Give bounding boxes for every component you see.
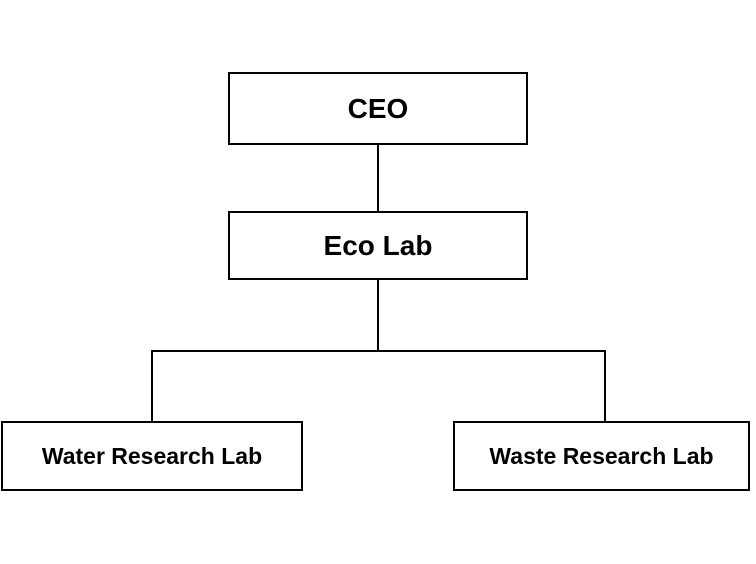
connector-horizontal-branch (151, 350, 606, 352)
connector-ceo-to-ecolab (377, 145, 379, 211)
connector-ecolab-down (377, 280, 379, 352)
node-water-research-lab-label: Water Research Lab (41, 442, 263, 469)
node-eco-lab-label: Eco Lab (323, 229, 433, 261)
node-water-research-lab: Water Research Lab (1, 421, 303, 491)
node-ceo-label: CEO (347, 92, 409, 124)
node-ceo: CEO (228, 72, 528, 145)
connector-drop-to-waste-lab (604, 350, 606, 421)
connector-drop-to-water-lab (151, 350, 153, 421)
node-eco-lab: Eco Lab (228, 211, 528, 280)
node-waste-research-lab: Waste Research Lab (453, 421, 750, 491)
node-waste-research-lab-label: Waste Research Lab (489, 442, 714, 469)
